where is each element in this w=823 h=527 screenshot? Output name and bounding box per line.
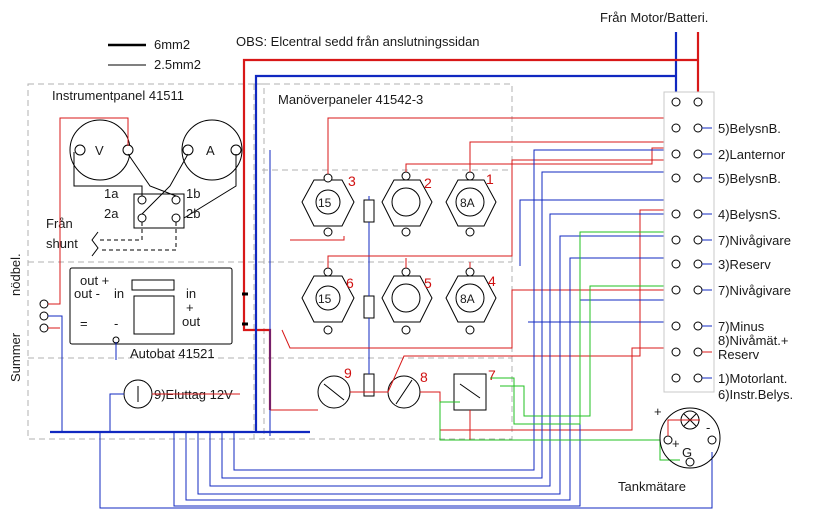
volt-label: V (95, 143, 104, 158)
panel-outline-maneuver (253, 83, 513, 440)
terminal-strip (663, 91, 715, 393)
blue-return-wires (99, 149, 713, 509)
output-2: 2)Lanternor (718, 147, 786, 162)
shunt-1a: 1a (104, 186, 119, 201)
switch-8: 8 (387, 369, 428, 409)
legend-thick: 6mm2 (154, 37, 190, 52)
switch-8a-1: 8A (460, 196, 475, 210)
switch-5: 5 (381, 267, 433, 335)
volt-meter: V (69, 119, 134, 181)
fuses (363, 196, 375, 397)
legend: 6mm2 2.5mm2 (108, 37, 201, 72)
autobat-eq: = (80, 316, 88, 331)
output-12: 6)Instr.Belys. (718, 387, 793, 402)
output-8: 7)Minus (718, 319, 765, 334)
switch-num-8: 8 (420, 369, 428, 385)
summer-block: Summer nödbel. (8, 117, 129, 432)
switch-num-6: 6 (346, 275, 354, 291)
shunt-label-from: Från (46, 216, 73, 231)
autobat-in-r: in (186, 286, 196, 301)
switch-7: 7 (453, 367, 496, 411)
nodbel-label: nödbel. (8, 253, 23, 296)
shunt-2b: 2b (186, 206, 200, 221)
output-9: 8)Nivåmät.+ (718, 333, 788, 348)
switch-1: 8A 1 (445, 171, 497, 237)
switch-num-9: 9 (344, 365, 352, 381)
autobat-in: in (114, 286, 124, 301)
summer-label: Summer (8, 332, 23, 382)
output-11: 1)Motorlant. (718, 371, 787, 386)
autobat-out-plus: out + (80, 273, 109, 288)
switch-num-1: 1 (486, 171, 494, 187)
tank-plus: + (654, 404, 662, 419)
switch-8a-2: 8A (460, 292, 475, 306)
switch-num-7: 7 (488, 367, 496, 383)
output-4: 4)BelysnS. (718, 207, 781, 222)
output-10: Reserv (718, 347, 760, 362)
shunt-label-shunt: shunt (46, 236, 78, 251)
output-1: 5)BelysnB. (718, 121, 781, 136)
switch-group: 15 3 2 8A 1 15 6 (301, 171, 497, 411)
tank-g: G (682, 445, 692, 460)
switch-num-4: 4 (488, 273, 496, 289)
autobat-title: Autobat 41521 (130, 346, 215, 361)
output-6: 3)Reserv (718, 257, 771, 272)
amp-label: A (206, 143, 215, 158)
tank-gauge: + + - G Tankmätare (618, 404, 721, 494)
switch-6: 15 6 (301, 267, 355, 335)
autobat-out-minus: out - (74, 286, 100, 301)
autobat-out-r: out (182, 314, 200, 329)
tank-minus: - (706, 420, 710, 435)
switch-2: 2 (381, 171, 433, 237)
shunt-block: 1a 1b 2a 2b Från shunt (46, 152, 237, 257)
panel-title-instrument: Instrumentpanel 41511 (52, 88, 184, 103)
tank-label: Tankmätare (618, 479, 686, 494)
switch-num-2: 2 (424, 175, 432, 191)
switch-9: 9 (317, 365, 352, 409)
shunt-1b: 1b (186, 186, 200, 201)
switch-3: 15 3 (301, 173, 356, 237)
switch-15a: 15 (318, 196, 332, 210)
switch-4: 8A 4 (445, 267, 497, 335)
header-note: OBS: Elcentral sedd från anslutningssida… (236, 34, 480, 49)
autobat-minus: - (114, 316, 118, 331)
switch-red-wires (270, 117, 680, 441)
terminal-pairs (671, 123, 703, 383)
green-wires (439, 231, 692, 461)
autobat: out + out - in = - in + out Autobat 4152… (69, 267, 248, 361)
legend-thin: 2.5mm2 (154, 57, 201, 72)
outlet-12v: 9)Eluttag 12V (109, 379, 240, 432)
amp-meter: A (181, 119, 243, 181)
shunt-2a: 2a (104, 206, 119, 221)
output-3: 5)BelysnB. (718, 171, 781, 186)
switch-num-5: 5 (424, 275, 432, 291)
autobat-plus-r: + (186, 300, 194, 315)
output-5: 7)Nivågivare (718, 233, 791, 248)
source-label: Från Motor/Batteri. (600, 10, 708, 25)
switch-15b: 15 (318, 292, 332, 306)
switch-num-3: 3 (348, 173, 356, 189)
output-labels: 5)BelysnB. 2)Lanternor 5)BelysnB. 4)Bely… (718, 121, 793, 402)
panel-title-maneuver: Manöverpaneler 41542-3 (278, 92, 423, 107)
tank-plus2: + (672, 436, 680, 451)
output-7: 7)Nivågivare (718, 283, 791, 298)
